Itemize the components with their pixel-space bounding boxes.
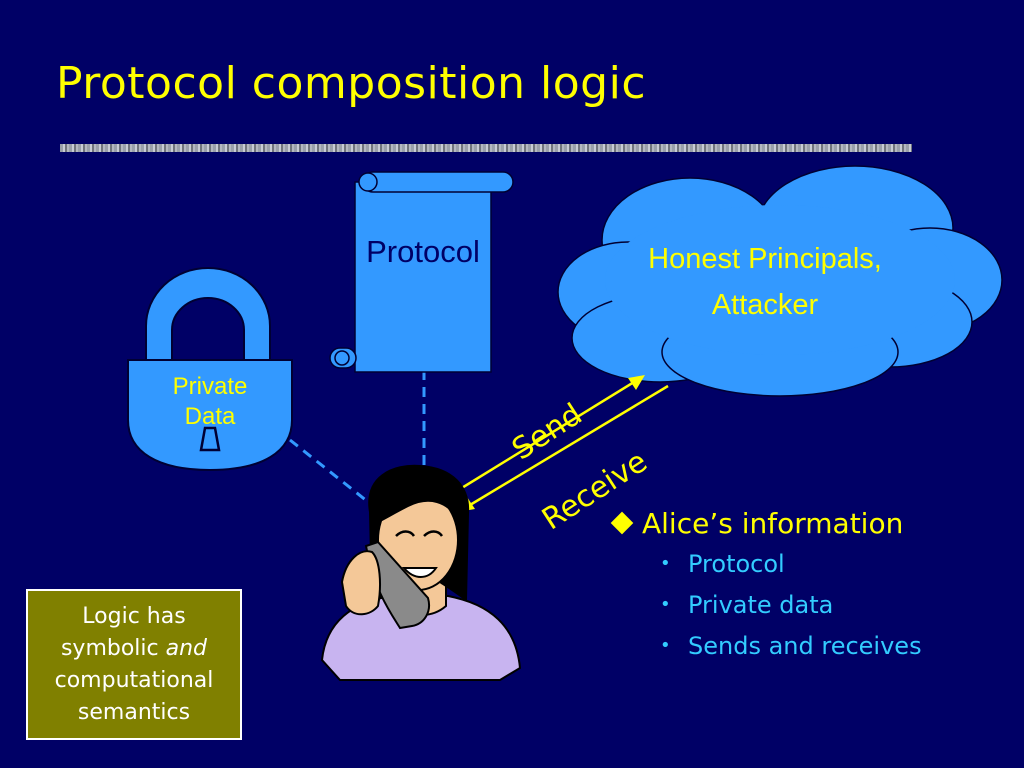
cloud-label: Honest Principals, Attacker: [600, 236, 930, 328]
lock-label: Private Data: [130, 372, 290, 432]
cloud-label-line-1: Honest Principals,: [648, 243, 882, 275]
padlock-icon: [127, 267, 293, 472]
alice-info-heading: Alice’s information: [610, 503, 1010, 543]
note-line-1: Logic has: [82, 603, 186, 629]
bullet-dot-icon: •: [660, 594, 671, 615]
alice-info-list: Alice’s information • Protocol • Private…: [610, 503, 1010, 666]
note-line-4: semantics: [77, 699, 191, 725]
note-line-3: computational: [54, 667, 214, 693]
list-item: • Private data: [660, 584, 1010, 625]
protocol-scroll-icon: [329, 171, 514, 373]
list-item: • Sends and receives: [660, 625, 1010, 666]
list-item-text: Sends and receives: [688, 631, 922, 660]
lock-connector: [289, 438, 373, 507]
alice-info-heading-text: Alice’s information: [642, 506, 904, 540]
bullet-dot-icon: •: [660, 553, 671, 574]
cloud-label-line-2: Attacker: [711, 289, 819, 321]
semantics-note-box: Logic has symbolic and computational sem…: [26, 589, 242, 740]
note-line-2: symbolic and: [61, 633, 207, 665]
cloud-shape: [557, 165, 1003, 397]
title-divider: [60, 144, 912, 152]
note-line-2-prefix: symbolic: [60, 635, 166, 661]
lock-label-line-2: Data: [184, 403, 236, 430]
lock-label-line-1: Private: [172, 373, 248, 400]
slide-title: Protocol composition logic: [56, 58, 647, 109]
diamond-bullet-icon: [610, 511, 634, 535]
list-item-text: Private data: [688, 590, 834, 619]
protocol-label: Protocol: [366, 234, 480, 269]
note-line-2-emphasis: and: [165, 635, 208, 661]
list-item-text: Protocol: [688, 549, 785, 578]
alice-figure: [320, 464, 522, 681]
bullet-dot-icon: •: [660, 635, 671, 656]
list-item: • Protocol: [660, 543, 1010, 584]
send-arrow: [451, 375, 645, 496]
